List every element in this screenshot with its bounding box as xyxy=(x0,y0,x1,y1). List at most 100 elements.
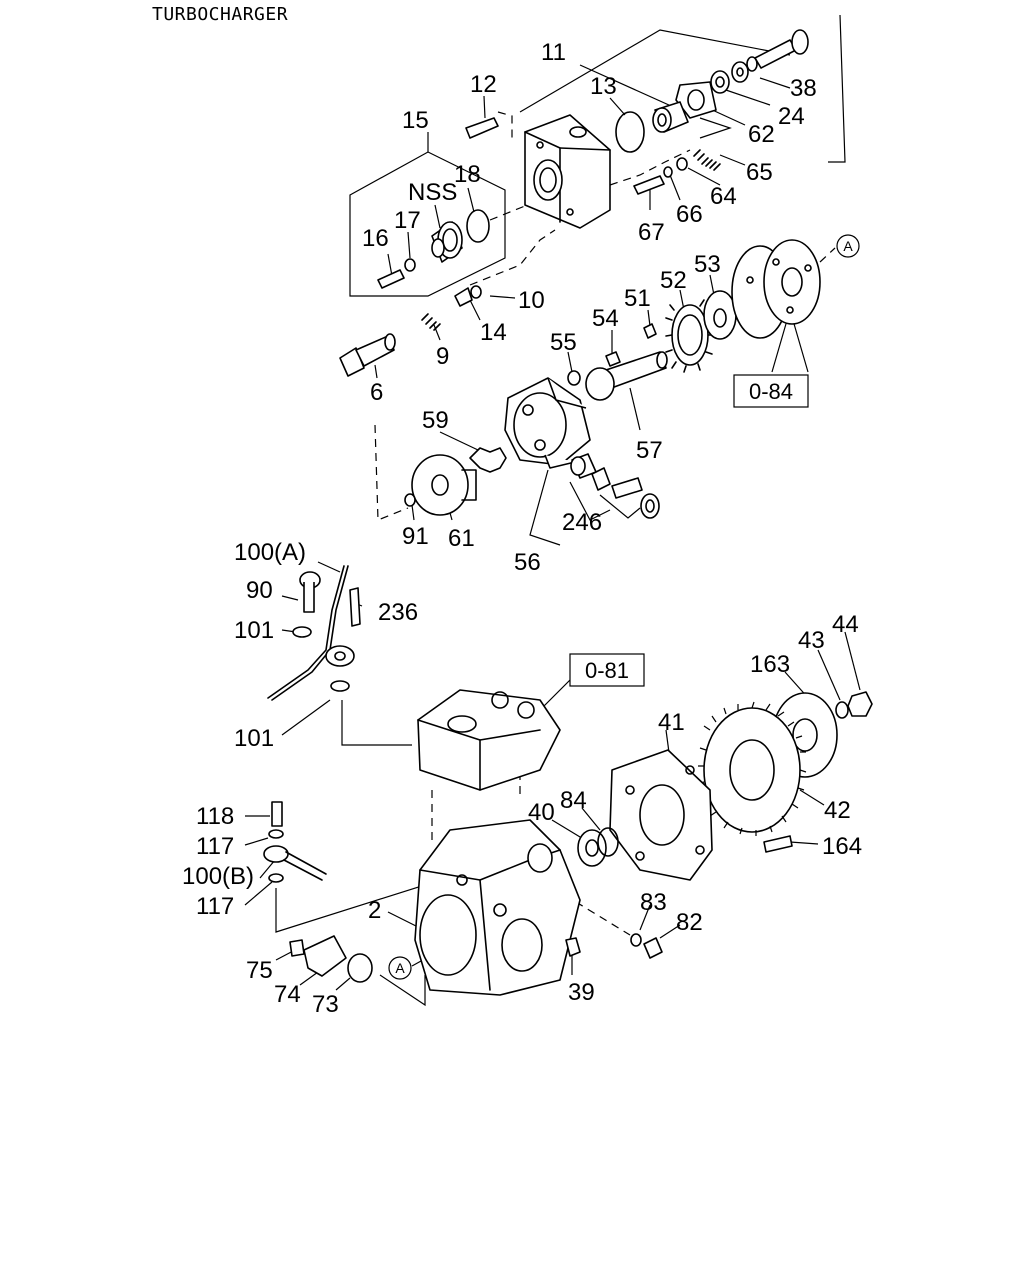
part-118-bolt xyxy=(271,801,283,827)
callout-118: 118 xyxy=(196,803,234,830)
part-83-o-ring xyxy=(630,933,642,947)
callout-100a: 100(A) xyxy=(234,539,306,566)
callout-nss: NSS xyxy=(408,179,457,206)
callout-91: 91 xyxy=(402,523,429,550)
part-42-gear xyxy=(697,701,807,836)
part-51-key xyxy=(643,323,657,339)
callout-64: 64 xyxy=(710,183,737,210)
callout-17: 17 xyxy=(394,207,421,234)
part-64-washer xyxy=(676,157,688,171)
callout-56: 56 xyxy=(514,549,541,576)
part-236-bolt xyxy=(349,587,361,627)
callout-55: 55 xyxy=(550,329,577,356)
callout-14: 14 xyxy=(480,319,507,346)
part-11-bushing xyxy=(652,101,689,133)
callout-65: 65 xyxy=(746,159,773,186)
callout-100b: 100(B) xyxy=(182,863,254,890)
callout-labels: 11 12 13 38 24 62 15 18 NSS 65 64 66 67 … xyxy=(182,39,862,1018)
ref-box-0-81-label: 0-81 xyxy=(585,658,629,683)
callout-61: 61 xyxy=(448,525,475,552)
part-82-plug xyxy=(643,937,663,959)
callout-40: 40 xyxy=(528,799,555,826)
callout-12: 12 xyxy=(470,71,497,98)
callout-43: 43 xyxy=(798,627,825,654)
part-90-bolt xyxy=(299,571,321,613)
circle-ref-a-bottom: A xyxy=(388,956,412,980)
part-101b-washer xyxy=(330,680,350,692)
callout-18: 18 xyxy=(454,161,481,188)
callout-101-bottom: 101 xyxy=(234,725,274,752)
callout-2: 2 xyxy=(368,897,381,924)
callout-90: 90 xyxy=(246,577,273,604)
callout-236: 236 xyxy=(378,599,418,626)
part-53-washer xyxy=(703,290,737,340)
part-41-cover xyxy=(609,749,713,881)
diagram-title: TURBOCHARGER xyxy=(152,4,289,25)
part-65-spring xyxy=(693,149,721,171)
callout-246: 246 xyxy=(562,509,602,536)
part-164-bolt xyxy=(763,835,793,853)
part-shapes xyxy=(263,29,873,996)
callout-24: 24 xyxy=(778,103,805,130)
callout-15: 15 xyxy=(402,107,429,134)
callout-163: 163 xyxy=(750,651,790,678)
part-67-bolt xyxy=(633,175,665,195)
callout-52: 52 xyxy=(660,267,687,294)
callout-41: 41 xyxy=(658,709,685,736)
circle-ref-a-bottom-label: A xyxy=(395,960,405,976)
callout-73: 73 xyxy=(312,991,339,1018)
circle-ref-a-top: A xyxy=(836,234,860,258)
callout-82: 82 xyxy=(676,909,703,936)
part-75-bolt xyxy=(289,939,305,957)
callout-9: 9 xyxy=(436,343,449,370)
callout-53: 53 xyxy=(694,251,721,278)
callout-57: 57 xyxy=(636,437,663,464)
part-16-bolt xyxy=(377,269,405,289)
part-17-washer xyxy=(404,258,416,272)
callout-38: 38 xyxy=(790,75,817,102)
part-61-flange xyxy=(411,454,477,516)
part-54-key xyxy=(605,351,621,367)
callout-101-top: 101 xyxy=(234,617,274,644)
part-9-spring xyxy=(421,313,441,331)
callout-44: 44 xyxy=(832,611,859,638)
callout-42: 42 xyxy=(824,797,851,824)
callout-67: 67 xyxy=(638,219,665,246)
part-91-washer xyxy=(404,493,416,507)
callout-11: 11 xyxy=(541,39,566,66)
part-52-gear xyxy=(665,299,715,373)
part-nss-plug xyxy=(431,221,463,263)
callout-84: 84 xyxy=(560,787,587,814)
callout-74: 74 xyxy=(274,981,301,1008)
part-117b-washer xyxy=(268,873,284,883)
part-13-o-ring xyxy=(615,111,645,153)
coupling-flanges xyxy=(731,239,821,339)
part-55-nut xyxy=(567,370,581,386)
part-84-o-ring xyxy=(597,827,619,857)
part-38-bolt xyxy=(746,29,809,72)
callout-117-bottom: 117 xyxy=(196,893,234,920)
part-73-o-ring xyxy=(347,953,373,983)
pump-head-assembly xyxy=(417,689,561,791)
callout-59: 59 xyxy=(422,407,449,434)
part-74-plate xyxy=(303,935,347,977)
ref-box-0-84-label: 0-84 xyxy=(749,379,793,404)
ref-box-0-81: 0-81 xyxy=(569,653,645,687)
part-100a-pipe xyxy=(267,565,355,701)
part-66-washer xyxy=(663,166,673,178)
part-246-pins xyxy=(570,453,660,519)
callout-54: 54 xyxy=(592,305,619,332)
part-12-pin xyxy=(465,117,499,139)
callout-10: 10 xyxy=(518,287,545,314)
part-2-pump-body xyxy=(414,819,581,996)
callout-51: 51 xyxy=(624,285,651,312)
part-44-nut xyxy=(847,691,873,717)
callout-83: 83 xyxy=(640,889,667,916)
callout-164: 164 xyxy=(822,833,862,860)
callout-39: 39 xyxy=(568,979,595,1006)
part-43-clip xyxy=(835,701,849,719)
part-40-bearing xyxy=(577,829,607,867)
part-14-plug xyxy=(454,287,473,307)
callout-117-top: 117 xyxy=(196,833,234,860)
